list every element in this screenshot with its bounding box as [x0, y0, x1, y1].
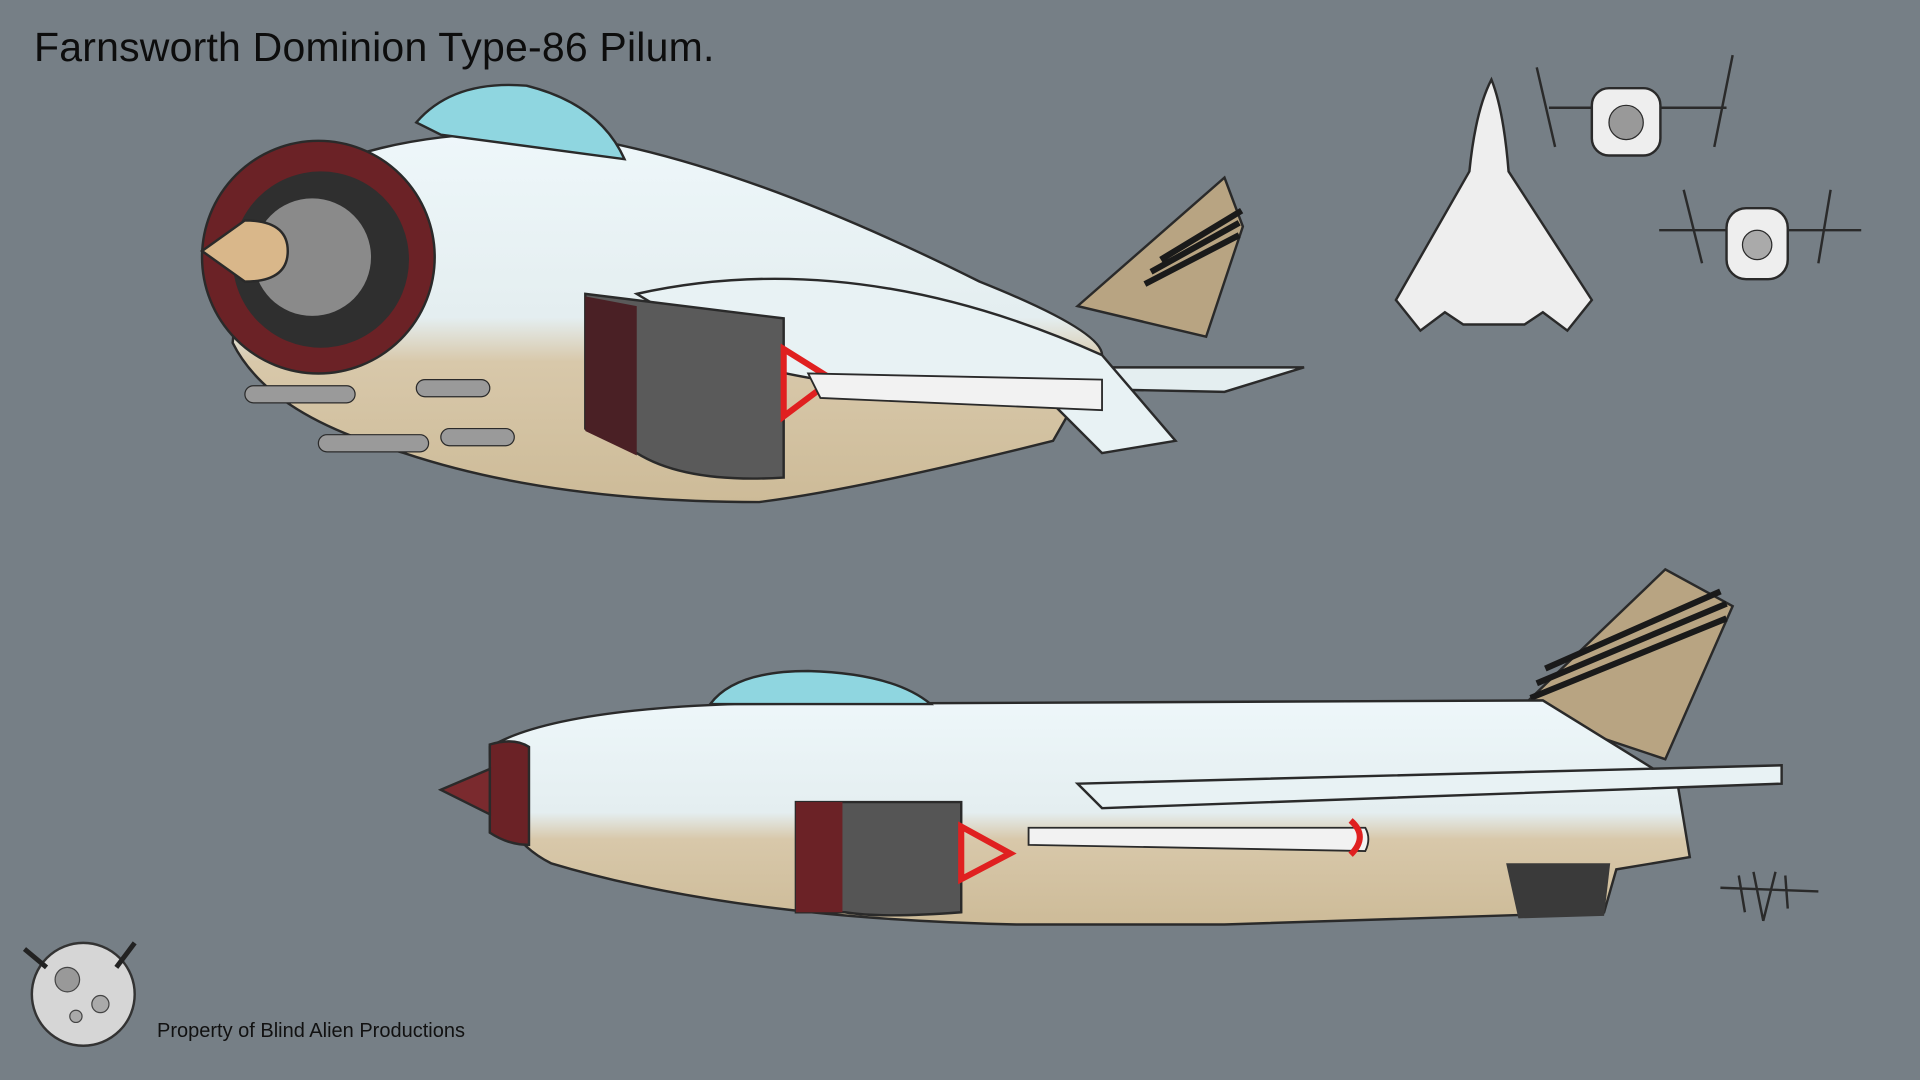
blind-alien-productions-logo	[22, 941, 137, 1047]
aircraft-top-view	[1394, 76, 1594, 333]
aircraft-rear-view	[1659, 189, 1862, 281]
aircraft-side-view	[437, 567, 1783, 926]
aircraft-front-three-quarter-view	[199, 83, 1305, 504]
artist-signature	[1720, 871, 1819, 922]
copyright-credit: Property of Blind Alien Productions	[157, 1020, 465, 1042]
artwork-title: Farnsworth Dominion Type-86 Pilum.	[34, 24, 715, 70]
aircraft-front-view	[1535, 54, 1734, 157]
